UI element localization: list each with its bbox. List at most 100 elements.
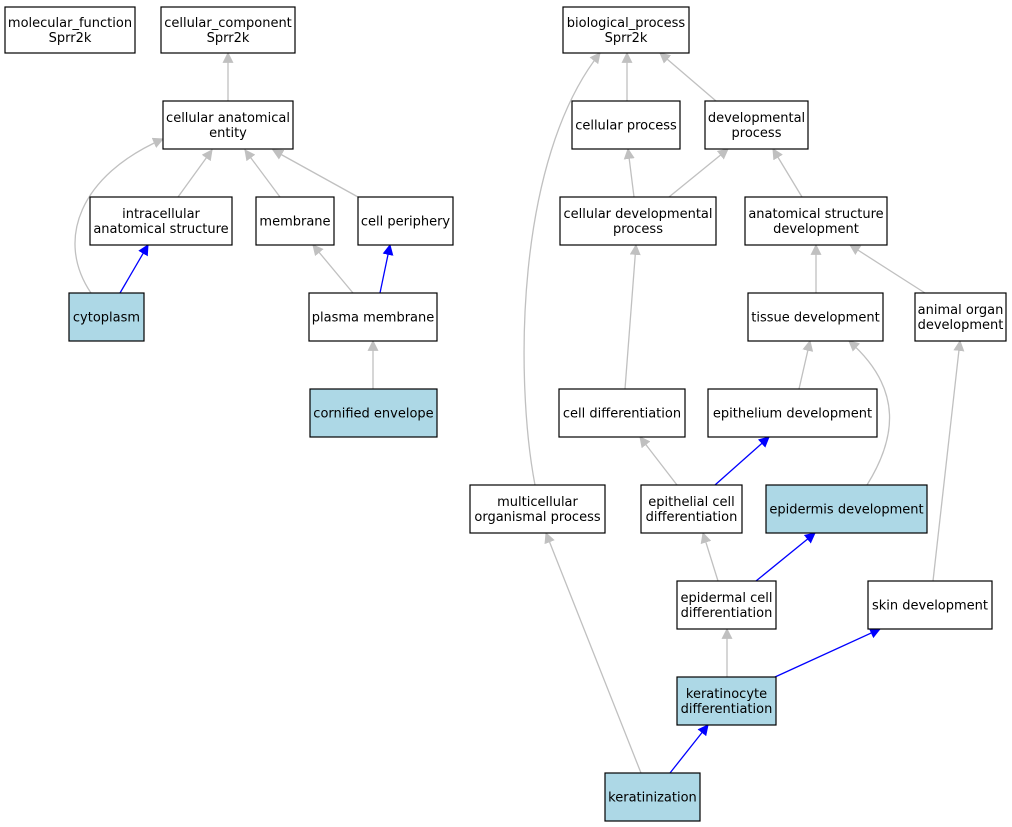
edge-cell-differentiation-to-cellular-developmental-process (624, 243, 641, 390)
node-epithelium-development[interactable]: epithelium development (707, 388, 878, 438)
node-label: cytoplasm (73, 311, 140, 326)
node-label: development (918, 318, 1004, 333)
edge-cellular-developmental-process-to-developmental-process (668, 148, 729, 198)
node-label: differentiation (646, 510, 738, 525)
node-label: cellular anatomical (166, 111, 290, 126)
edge-plasma-membrane-to-membrane (312, 244, 354, 294)
node-box (4, 6, 136, 54)
node-box (744, 196, 888, 246)
node-box (640, 484, 743, 534)
node-box (562, 6, 690, 54)
node-label: entity (209, 126, 247, 141)
edge-membrane-to-cellular-anatomical-entity (244, 149, 281, 198)
node-label: Sprr2k (49, 31, 92, 46)
node-membrane[interactable]: membrane (255, 196, 335, 246)
node-label: keratinization (608, 791, 697, 806)
node-label: anatomical structure (748, 207, 883, 222)
node-box (469, 484, 606, 534)
node-cytoplasm[interactable]: cytoplasm (68, 292, 145, 342)
edge-intracellular-anatomical-structure-to-cellular-anatomical-entity (177, 149, 213, 198)
edge-cellular-developmental-process-to-cellular-process (623, 147, 635, 198)
node-label: Sprr2k (605, 31, 648, 46)
node-box (558, 388, 686, 438)
node-label: biological_process (567, 16, 686, 31)
node-tissue-development[interactable]: tissue development (747, 292, 884, 342)
edge-multicellular-organismal-process-to-biological-process (523, 52, 601, 486)
node-cellular-process[interactable]: cellular process (571, 100, 681, 150)
edge-cell-periphery-to-cellular-anatomical-entity (272, 149, 359, 198)
node-box (867, 580, 993, 630)
node-label: cell differentiation (563, 407, 681, 422)
node-label: cellular_component (164, 16, 292, 31)
node-box (255, 196, 335, 246)
node-label: epithelium development (713, 407, 872, 422)
node-label: tissue development (751, 311, 879, 326)
node-box (160, 6, 296, 54)
node-label: plasma membrane (312, 311, 435, 326)
node-cornified-envelope[interactable]: cornified envelope (309, 388, 438, 438)
edge-skin-development-to-animal-organ-development (932, 339, 965, 582)
node-label: process (732, 126, 782, 141)
edge-epidermal-cell-differentiation-to-epithelial-cell-differentiation (700, 531, 719, 582)
node-box (704, 100, 809, 150)
edge-keratinization-to-keratinocyte-differentiation (669, 724, 709, 774)
node-label: membrane (259, 215, 330, 230)
edge-epidermal-cell-differentiation-to-epidermis-development (755, 532, 816, 582)
node-box (676, 676, 777, 726)
node-label: Sprr2k (207, 31, 250, 46)
node-label: molecular_function (8, 16, 132, 31)
node-skin-development[interactable]: skin development (867, 580, 993, 630)
node-keratinization[interactable]: keratinization (604, 772, 701, 822)
node-label: differentiation (681, 702, 773, 717)
edges-layer (74, 51, 965, 774)
node-box (89, 196, 233, 246)
node-label: cellular process (575, 119, 677, 134)
node-box (68, 292, 145, 342)
node-label: epithelial cell (648, 495, 735, 510)
node-label: development (773, 222, 859, 237)
node-box (309, 388, 438, 438)
node-epidermis-development[interactable]: epidermis development (765, 484, 928, 534)
node-box (559, 196, 717, 246)
edge-developmental-process-to-biological-process (659, 52, 717, 102)
node-label: keratinocyte (686, 687, 767, 702)
edge-animal-organ-development-to-anatomical-structure-development (849, 244, 926, 294)
edge-epithelial-cell-differentiation-to-epithelium-development (714, 436, 770, 486)
node-plasma-membrane[interactable]: plasma membrane (308, 292, 438, 342)
node-box (604, 772, 701, 822)
node-label: differentiation (681, 606, 773, 621)
edge-keratinization-to-multicellular-organismal-process (544, 531, 642, 774)
node-box (765, 484, 928, 534)
node-cell-differentiation[interactable]: cell differentiation (558, 388, 686, 438)
node-box (571, 100, 681, 150)
node-label: epidermal cell (681, 591, 773, 606)
node-box (162, 100, 294, 150)
node-label: process (613, 222, 663, 237)
edge-epidermis-development-to-tissue-development (848, 340, 891, 486)
node-label: cornified envelope (313, 407, 433, 422)
node-box (747, 292, 884, 342)
node-box (914, 292, 1007, 342)
edge-cytoplasm-to-cellular-anatomical-entity (74, 137, 165, 294)
node-cell-periphery[interactable]: cell periphery (357, 196, 454, 246)
node-box (308, 292, 438, 342)
node-label: developmental (708, 111, 805, 126)
edge-plasma-membrane-to-cell-periphery (379, 243, 394, 294)
edge-epithelial-cell-differentiation-to-cell-differentiation (639, 436, 678, 486)
node-label: epidermis development (769, 503, 923, 518)
nodes-layer: molecular_functionSprr2kcellular_compone… (4, 6, 1007, 822)
node-label: cell periphery (361, 215, 451, 230)
